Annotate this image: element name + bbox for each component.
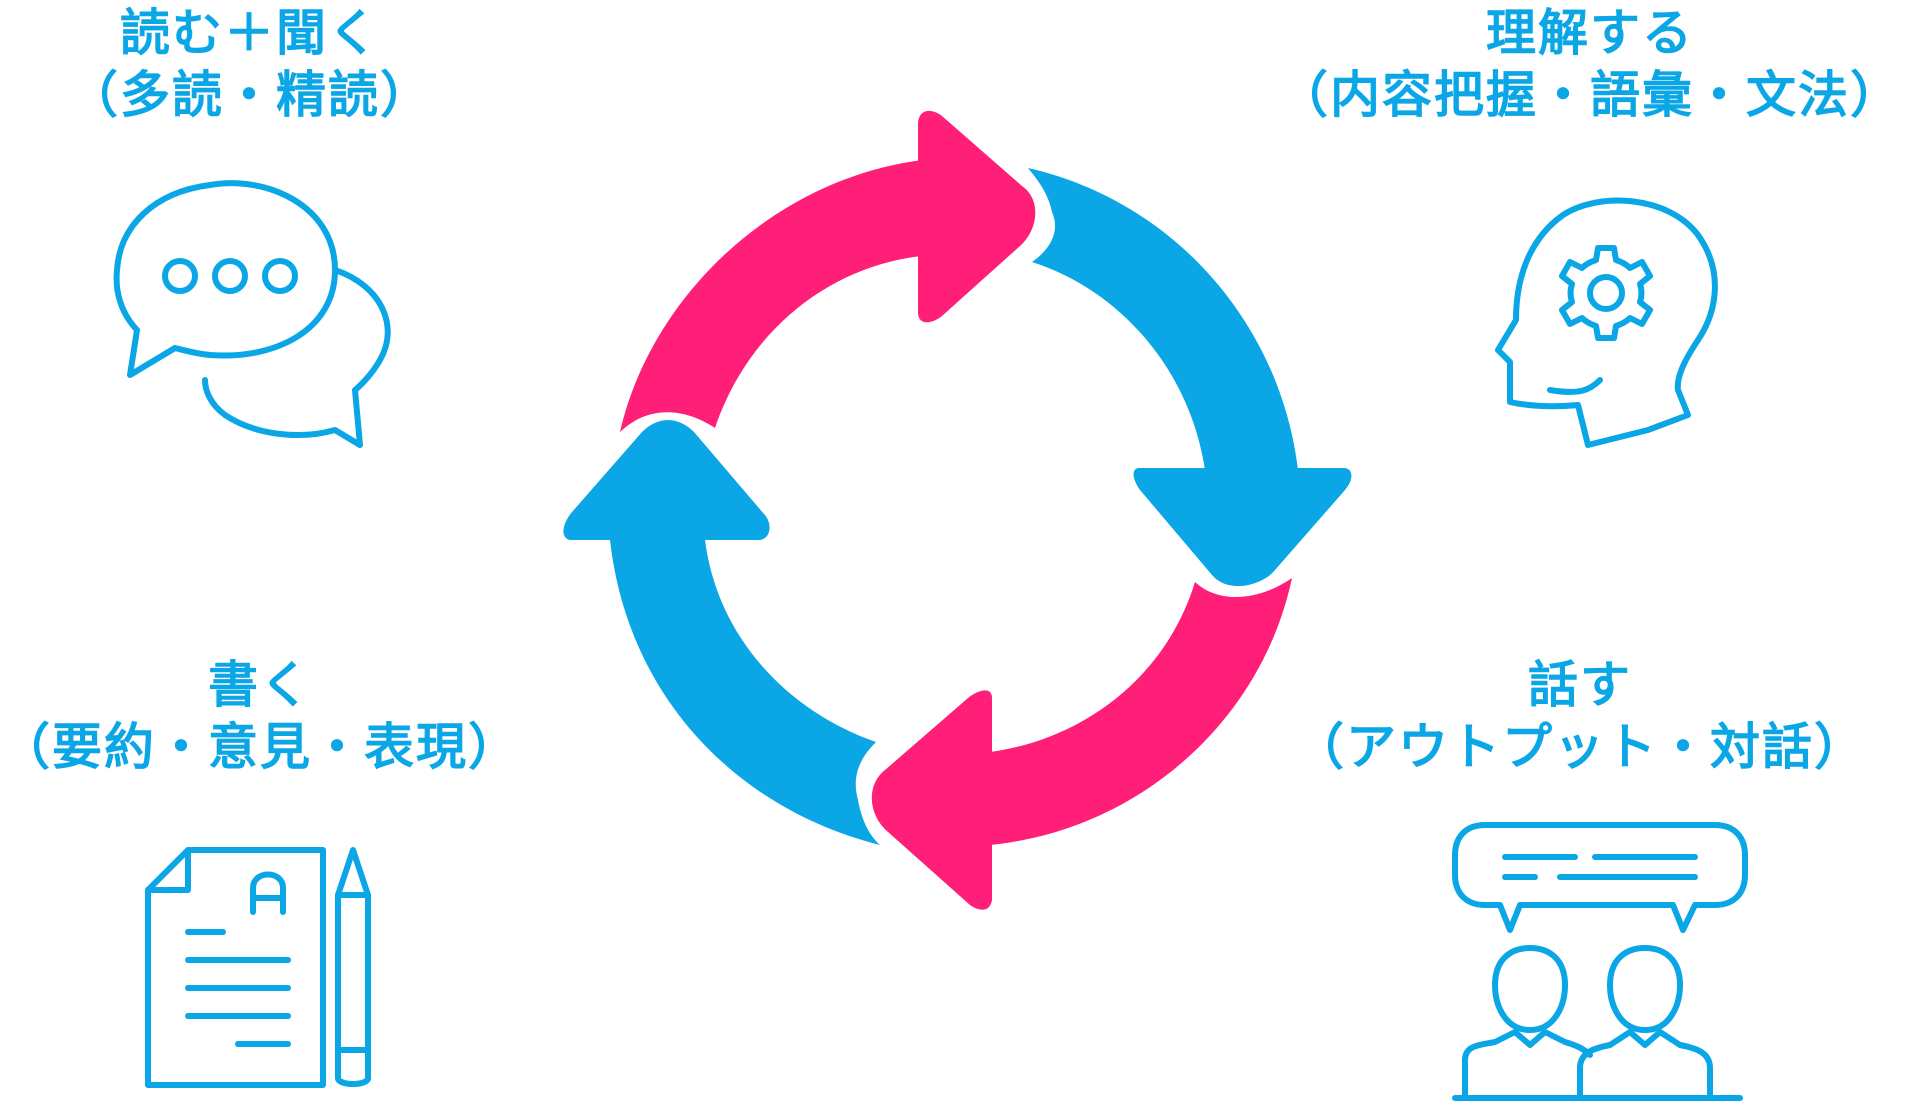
label-understand-detail: （内容把握・語彙・文法） [1278,66,1902,124]
label-write-detail: （要約・意見・表現） [0,718,520,776]
chat-bubbles-icon [113,180,391,448]
label-speak: 話す （アウトプット・対話） [1240,654,1920,778]
label-understand-title: 理解する [1486,4,1694,62]
head-gear-icon [1495,197,1718,448]
label-read-detail: （多読・精読） [68,66,432,124]
document-pencil-icon [145,847,371,1088]
label-write-title: 書く [208,656,312,714]
label-write: 書く （要約・意見・表現） [0,654,520,778]
label-speak-detail: （アウトプット・対話） [1294,718,1866,776]
label-understand: 理解する （内容把握・語彙・文法） [1260,2,1920,126]
arrow-bottom-right-pink [871,578,1292,910]
label-read-title: 読む＋聞く [120,4,380,62]
arrow-top-left-pink [620,110,1036,432]
label-read: 読む＋聞く （多読・精読） [0,2,500,126]
arrow-bottom-left-blue [563,420,880,845]
label-speak-title: 話す [1528,656,1632,714]
arrow-top-right-blue [1028,168,1352,587]
people-conversation-icon [1452,822,1748,1101]
